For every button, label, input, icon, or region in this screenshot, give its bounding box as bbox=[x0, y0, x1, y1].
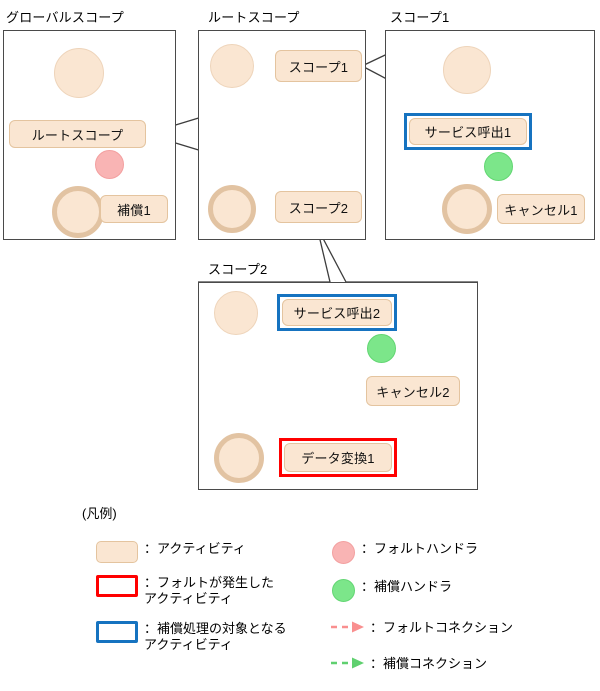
activity-root-scope[interactable]: ルートスコープ bbox=[9, 120, 146, 148]
activity-service-call-1[interactable]: サービス呼出1 bbox=[409, 118, 527, 145]
legend-label-compensated-activity: ：補償処理の対象となる アクティビティ bbox=[144, 621, 287, 653]
highlight-compensated-service-call-1 bbox=[404, 113, 532, 150]
legend-caption: (凡例) bbox=[82, 506, 117, 521]
activity-service-call-2[interactable]: サービス呼出2 bbox=[282, 299, 392, 326]
legend-item-compensation-handler: ：補償ハンドラ bbox=[332, 579, 452, 602]
end-node-global bbox=[52, 186, 104, 238]
legend-swatch-faulted-activity-icon bbox=[96, 575, 138, 597]
fault-handler-icon-global[interactable] bbox=[95, 150, 124, 179]
legend-item-fault-handler: ：フォルトハンドラ bbox=[332, 541, 478, 564]
legend-item-compensated-activity: ：補償処理の対象となる アクティビティ bbox=[96, 621, 287, 654]
highlight-compensated-service-call-2 bbox=[277, 294, 397, 331]
end-node-scope-1 bbox=[442, 184, 492, 234]
highlight-faulted-data-transform-1 bbox=[279, 438, 397, 477]
legend-swatch-compensated-activity-icon bbox=[96, 621, 138, 643]
activity-cancel-2[interactable]: キャンセル2 bbox=[366, 376, 460, 406]
legend-fault-connection-arrow-icon bbox=[331, 621, 364, 633]
legend: (凡例) ：アクティビティ ：フォルトが発生した アクティビティ ：補償処理の対… bbox=[0, 495, 600, 691]
legend-label-compensation-handler: ：補償ハンドラ bbox=[361, 579, 453, 594]
legend-compensation-connection-arrow-icon bbox=[331, 657, 364, 669]
legend-swatch-activity-icon bbox=[96, 541, 138, 563]
compensation-handler-icon-scope-1[interactable] bbox=[484, 152, 513, 181]
start-node-root bbox=[210, 44, 254, 88]
legend-item-fault-connection: ：フォルトコネクション bbox=[330, 620, 513, 636]
legend-label-fault-handler: ：フォルトハンドラ bbox=[361, 541, 479, 556]
activity-data-transform-1[interactable]: データ変換1 bbox=[284, 443, 392, 472]
legend-label-faulted-activity: ：フォルトが発生した アクティビティ bbox=[144, 575, 275, 607]
activity-compensation-1[interactable]: 補償1 bbox=[100, 195, 168, 223]
activity-cancel-1[interactable]: キャンセル1 bbox=[497, 194, 585, 224]
start-node-scope-2 bbox=[214, 291, 258, 335]
activity-scope-2[interactable]: スコープ2 bbox=[275, 191, 362, 223]
compensation-handler-icon-scope-2[interactable] bbox=[367, 334, 396, 363]
legend-label-activity: ：アクティビティ bbox=[144, 541, 246, 556]
legend-item-activity: ：アクティビティ bbox=[96, 541, 246, 563]
panel-title-root-scope: ルートスコープ bbox=[208, 10, 300, 25]
end-node-scope-2 bbox=[214, 433, 264, 483]
legend-label-compensation-connection: ：補償コネクション bbox=[370, 656, 488, 671]
panel-title-global-scope: グローバルスコープ bbox=[6, 10, 124, 25]
end-node-root bbox=[208, 185, 256, 233]
legend-label-fault-connection: ：フォルトコネクション bbox=[370, 620, 514, 635]
start-node-global bbox=[54, 48, 104, 98]
legend-item-faulted-activity: ：フォルトが発生した アクティビティ bbox=[96, 575, 274, 608]
panel-title-scope-2: スコープ2 bbox=[208, 262, 268, 277]
start-node-scope-1 bbox=[443, 46, 491, 94]
legend-fault-handler-icon bbox=[332, 541, 355, 564]
legend-compensation-handler-icon bbox=[332, 579, 355, 602]
legend-item-compensation-connection: ：補償コネクション bbox=[330, 656, 487, 672]
panel-title-scope-1: スコープ1 bbox=[390, 10, 450, 25]
activity-scope-1[interactable]: スコープ1 bbox=[275, 50, 362, 82]
